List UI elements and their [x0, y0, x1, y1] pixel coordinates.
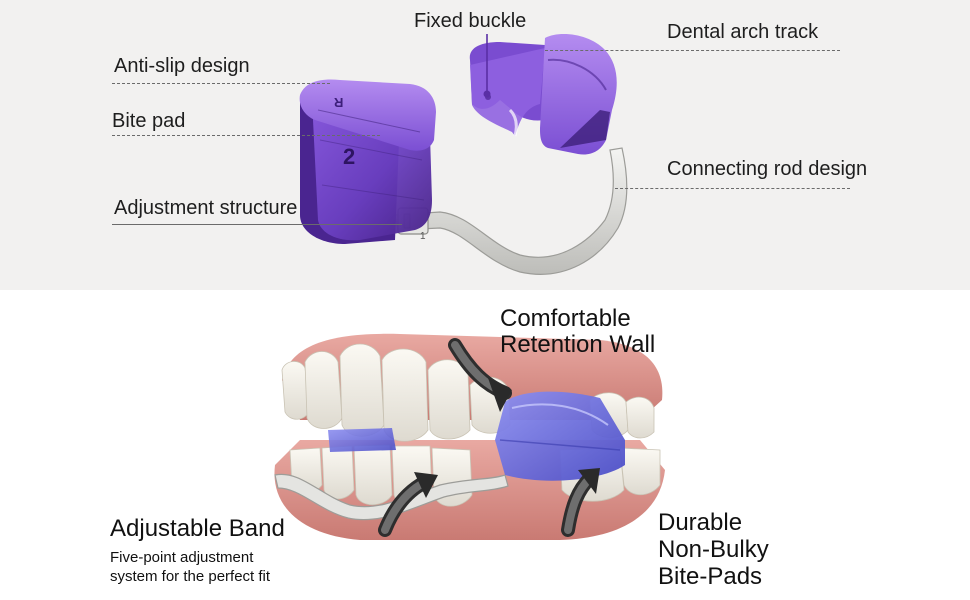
right-bite-pad-front: [470, 48, 545, 136]
pad-side-letter: R: [334, 95, 344, 110]
top-diagram-panel: R 2 1 Fixed buckle Dental arch track Ant…: [0, 0, 970, 290]
label-connecting-rod-design: Connecting rod design: [667, 158, 868, 180]
label-adjustment-structure: Adjustment structure: [114, 197, 298, 219]
arrow-to-band: [378, 472, 438, 537]
leader-fixed-buckle: [483, 34, 491, 98]
left-small-bite-pad: [328, 428, 396, 452]
label-comfortable-line2: Retention Wall: [500, 331, 656, 358]
label-comfortable-line1: Comfortable: [500, 305, 631, 332]
leader-connecting-rod-design: [615, 188, 850, 189]
label-anti-slip-design: Anti-slip design: [114, 55, 250, 77]
mouthguard-device-illustration: [299, 34, 628, 275]
label-five-point-line2: system for the perfect fit: [110, 568, 271, 585]
label-durable-line3: Bite-Pads: [658, 563, 763, 590]
leader-bite-pad: [112, 135, 380, 136]
clip-scale-digit: 1: [420, 231, 426, 242]
label-fixed-buckle: Fixed buckle: [414, 10, 527, 32]
arrow-to-bite-pad: [561, 468, 600, 537]
left-bite-pad-top: [299, 79, 436, 151]
label-durable-line2: Non-Bulky: [658, 536, 769, 563]
label-five-point-line1: Five-point adjustment: [110, 549, 254, 566]
right-main-bite-pad: [495, 391, 625, 481]
adjustable-band: [274, 473, 509, 521]
arrow-to-retention-wall: [448, 338, 512, 412]
leader-adjustment-structure: [112, 224, 402, 225]
pad-number: 2: [343, 144, 356, 169]
label-bite-pad: Bite pad: [112, 110, 186, 132]
label-durable-line1: Durable: [658, 509, 743, 536]
leader-anti-slip-design: [112, 83, 330, 84]
upper-teeth: [281, 343, 655, 442]
leader-dental-arch-track: [545, 50, 840, 51]
teeth-with-mouthguard-illustration: [274, 333, 665, 540]
label-dental-arch-track: Dental arch track: [667, 21, 819, 43]
connecting-rod: [394, 147, 628, 275]
bottom-usage-panel: Comfortable Retention Wall Adjustable Ba…: [0, 290, 970, 600]
label-adjustable-band: Adjustable Band: [110, 515, 285, 542]
